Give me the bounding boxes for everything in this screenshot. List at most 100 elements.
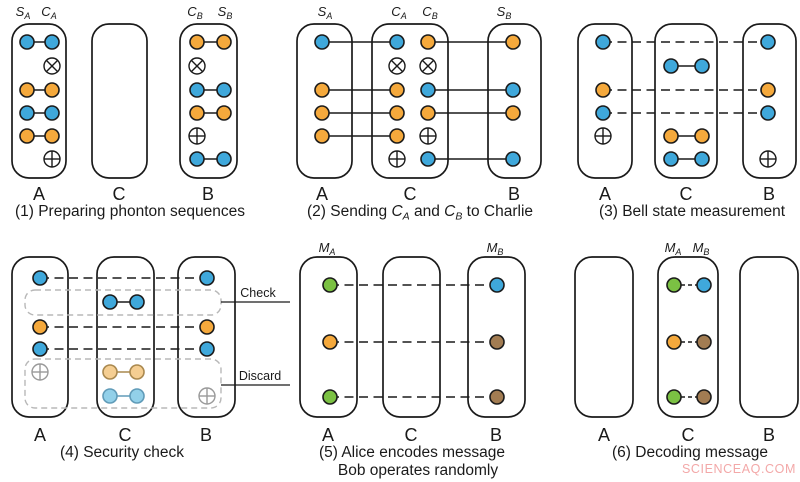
photon-blue bbox=[595, 105, 611, 121]
photon-orange bbox=[694, 128, 710, 144]
photon-blue bbox=[19, 34, 35, 50]
box-letter-A-panel2: A bbox=[316, 184, 328, 204]
photon-blue bbox=[102, 294, 118, 310]
discard-region bbox=[24, 358, 222, 409]
sequence-label-CB: CB bbox=[422, 4, 437, 21]
photon-blue bbox=[663, 58, 679, 74]
box-letter-C-panel5: C bbox=[405, 425, 418, 445]
sequence-label-SB: SB bbox=[497, 4, 512, 21]
photon-orange bbox=[505, 105, 521, 121]
photon-blue bbox=[420, 82, 436, 98]
sequence-label-MB: MB bbox=[487, 240, 504, 257]
panel3-caption: (3) Bell state measurement bbox=[599, 203, 786, 220]
photon-blue bbox=[663, 151, 679, 167]
photon-blue bbox=[420, 151, 436, 167]
photon-orange bbox=[199, 319, 215, 335]
photon-blue bbox=[694, 151, 710, 167]
box-letter-C-panel1: C bbox=[113, 184, 126, 204]
photon-green bbox=[666, 389, 682, 405]
photon-blue bbox=[314, 34, 330, 50]
photon-orange bbox=[389, 105, 405, 121]
photon-blue bbox=[44, 34, 60, 50]
sequence-label-CB: CB bbox=[187, 4, 202, 21]
photon-blue bbox=[489, 277, 505, 293]
photon-orange bbox=[420, 105, 436, 121]
photon-brown bbox=[489, 334, 505, 350]
photon-blue bbox=[389, 34, 405, 50]
otimes-symbol-stroke bbox=[421, 59, 435, 73]
photon-blue bbox=[199, 341, 215, 357]
photon-blue bbox=[32, 270, 48, 286]
photon-orange bbox=[314, 82, 330, 98]
panel2-box-C bbox=[371, 23, 449, 179]
box-letter-B-panel6: B bbox=[763, 425, 775, 445]
box-letter-A-panel1: A bbox=[33, 184, 45, 204]
photon-orange bbox=[663, 128, 679, 144]
otimes-symbol-stroke bbox=[45, 59, 59, 73]
sequence-label-MB: MB bbox=[693, 240, 710, 257]
panel5-box-C bbox=[382, 256, 441, 418]
photon-blue bbox=[129, 294, 145, 310]
sequence-label-SA: SA bbox=[318, 4, 333, 21]
photon-blue bbox=[19, 105, 35, 121]
panel2-box-A bbox=[296, 23, 353, 179]
panel2-caption: (2) Sending CA and CB to Charlie bbox=[307, 203, 533, 223]
panel1-caption: (1) Preparing phonton sequences bbox=[15, 203, 245, 220]
photon-blue bbox=[189, 151, 205, 167]
check-label: Check bbox=[240, 286, 276, 300]
photon-faded_blue bbox=[129, 388, 145, 404]
panel3-box-A bbox=[577, 23, 633, 179]
photon-brown bbox=[696, 389, 712, 405]
box-letter-B-panel3: B bbox=[763, 184, 775, 204]
photon-orange bbox=[314, 105, 330, 121]
photon-orange bbox=[666, 334, 682, 350]
panel5-caption: (5) Alice encodes message bbox=[319, 444, 505, 461]
box-letter-B-panel2: B bbox=[508, 184, 520, 204]
photon-blue bbox=[189, 82, 205, 98]
photon-orange bbox=[322, 334, 338, 350]
photon-orange bbox=[505, 34, 521, 50]
panel6-caption: (6) Decoding message bbox=[612, 444, 768, 461]
photon-orange bbox=[216, 34, 232, 50]
sequence-label-MA: MA bbox=[319, 240, 336, 257]
photon-blue bbox=[216, 151, 232, 167]
photon-blue bbox=[44, 105, 60, 121]
panel6-box-A bbox=[574, 256, 634, 418]
sequence-label-MA: MA bbox=[665, 240, 682, 257]
photon-orange bbox=[389, 82, 405, 98]
photon-blue bbox=[694, 58, 710, 74]
photon-orange bbox=[19, 82, 35, 98]
photon-faded_orange bbox=[129, 364, 145, 380]
photon-green bbox=[322, 389, 338, 405]
sequence-label-SA: SA bbox=[16, 4, 31, 21]
photon-faded_orange bbox=[102, 364, 118, 380]
panel6-box-C bbox=[657, 256, 719, 418]
photon-blue bbox=[595, 34, 611, 50]
panel3-box-B bbox=[742, 23, 797, 179]
box-letter-A-panel5: A bbox=[322, 425, 334, 445]
photon-brown bbox=[696, 334, 712, 350]
box-letter-B-panel5: B bbox=[490, 425, 502, 445]
box-letter-C-panel6: C bbox=[682, 425, 695, 445]
box-letter-A-panel4: A bbox=[34, 425, 46, 445]
photon-blue bbox=[199, 270, 215, 286]
otimes-symbol-stroke bbox=[190, 59, 204, 73]
box-letter-A-panel3: A bbox=[599, 184, 611, 204]
sequence-label-CA: CA bbox=[391, 4, 406, 21]
photon-blue bbox=[216, 82, 232, 98]
box-letter-C-panel2: C bbox=[404, 184, 417, 204]
photon-orange bbox=[389, 128, 405, 144]
watermark: SCIENCEAQ.COM bbox=[681, 462, 796, 476]
photon-faded_blue bbox=[102, 388, 118, 404]
photon-orange bbox=[32, 319, 48, 335]
sequence-label-SB: SB bbox=[218, 4, 233, 21]
box-letter-A-panel6: A bbox=[598, 425, 610, 445]
photon-orange bbox=[420, 34, 436, 50]
photon-blue bbox=[760, 105, 776, 121]
photon-brown bbox=[489, 389, 505, 405]
photon-green bbox=[666, 277, 682, 293]
sequence-label-CA: CA bbox=[41, 4, 56, 21]
discard-label: Discard bbox=[239, 369, 281, 383]
otimes-symbol-stroke bbox=[390, 59, 404, 73]
